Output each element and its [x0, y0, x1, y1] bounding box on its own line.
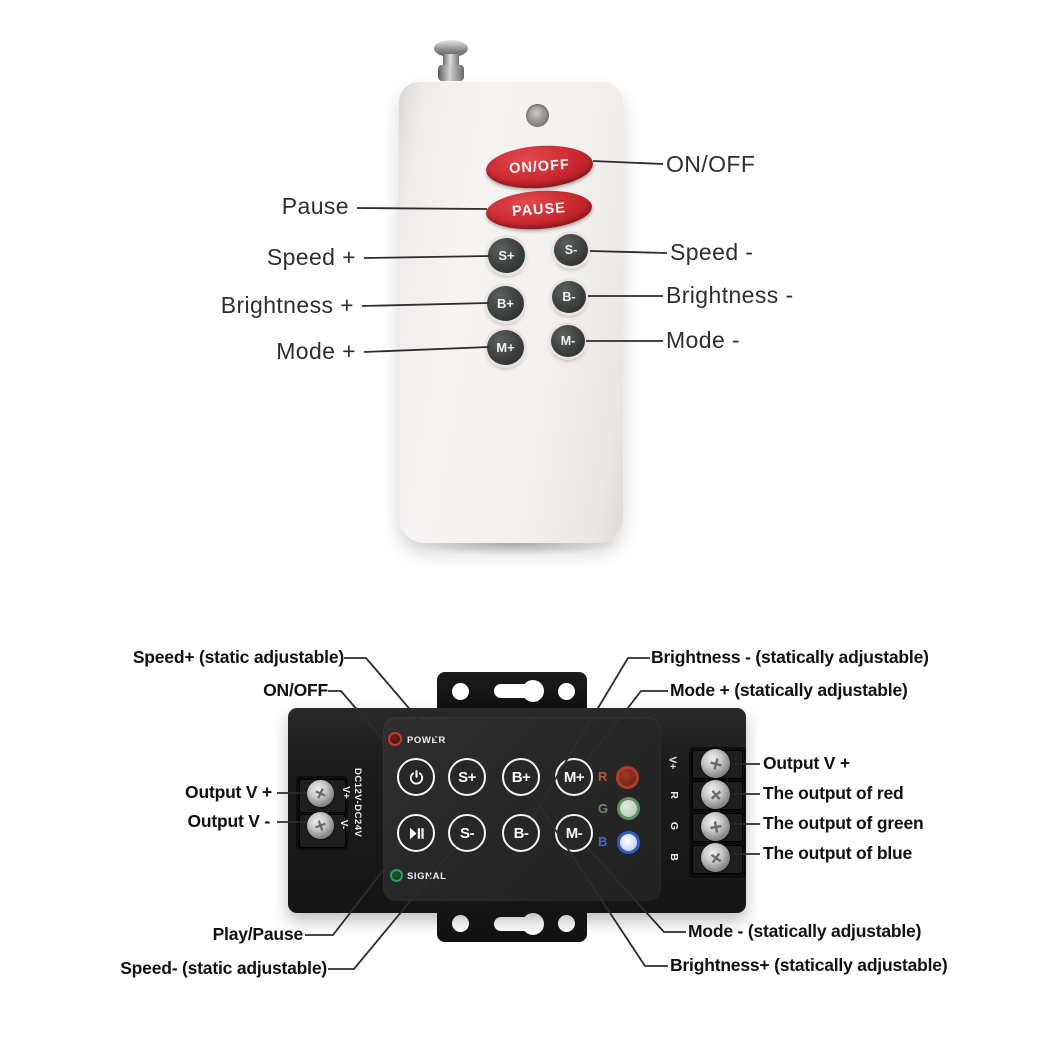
pin-label-v-minus: V-: [338, 819, 350, 830]
label-ctrl-speed-minus: Speed- (static adjustable): [120, 958, 327, 978]
ctrl-key-s-plus: S+: [448, 758, 486, 796]
mounting-hole: [558, 683, 575, 700]
label-ctrl-play-pause: Play/Pause: [212, 924, 304, 944]
phillips-cross-icon: [709, 820, 722, 833]
screw-terminal-v-minus: [307, 812, 334, 839]
play-pause-icon: [409, 827, 424, 839]
key-label: S+: [458, 768, 476, 786]
mounting-hole: [452, 915, 469, 932]
mounting-hole: [558, 915, 575, 932]
pin-label-v-plus: V+: [339, 786, 351, 799]
phillips-cross-icon: [315, 788, 326, 799]
key-label: B-: [513, 824, 529, 842]
label-brightness-minus: Brightness -: [666, 282, 794, 308]
remote-onoff-label: ON/OFF: [508, 156, 571, 178]
keyhole-slot-bulge: [522, 680, 544, 702]
key-label: S+: [498, 248, 515, 263]
led-label-g: G: [598, 801, 609, 816]
led-label-r: R: [598, 769, 608, 784]
voltage-rating-label: DC12V-DC24V: [352, 768, 363, 838]
pin-label-out-g: G: [668, 821, 681, 831]
screw-terminal-v-plus: [307, 780, 334, 807]
remote-key-m-minus: M-: [551, 325, 585, 357]
label-output-red: The output of red: [763, 783, 904, 803]
pin-label-out-v-plus: V+: [666, 756, 679, 770]
led-label-b: B: [598, 834, 608, 849]
key-label: B-: [562, 290, 576, 304]
led-blue: [617, 831, 640, 854]
label-brightness-plus: Brightness +: [220, 292, 354, 318]
phillips-cross-icon: [710, 852, 721, 863]
label-on-off: ON/OFF: [666, 151, 756, 177]
ctrl-key-m-plus: M+: [555, 758, 593, 796]
remote-key-s-minus: S-: [554, 234, 588, 266]
signal-led-label: SIGNAL: [407, 871, 447, 882]
pin-label-out-r: R: [667, 791, 680, 799]
screw-terminal-out-blue: [701, 843, 730, 872]
signal-led: [390, 869, 403, 882]
antenna-icon: [434, 40, 468, 57]
ctrl-key-s-minus: S-: [448, 814, 486, 852]
phillips-cross-icon: [709, 757, 722, 770]
label-output-v-minus-left: Output V -: [187, 811, 270, 831]
led-green: [617, 797, 640, 820]
key-label: M-: [560, 334, 576, 348]
key-label: B+: [511, 768, 531, 786]
label-ctrl-speed-plus: Speed+ (static adjustable): [132, 647, 344, 667]
remote-key-m-plus: M+: [487, 330, 524, 365]
remote-key-b-plus: B+: [487, 286, 524, 321]
antenna-neck: [443, 54, 459, 67]
led-red: [616, 766, 639, 789]
remote-indicator-led: [526, 104, 549, 127]
remote-pause-label: PAUSE: [511, 200, 567, 220]
key-label: S-: [460, 824, 475, 842]
phillips-cross-icon: [710, 789, 721, 800]
pin-label-out-b: B: [667, 853, 680, 861]
label-ctrl-brightness-plus: Brightness+ (statically adjustable): [670, 955, 948, 975]
key-label: M+: [496, 340, 515, 355]
ctrl-play-pause-button: [397, 814, 435, 852]
label-ctrl-brightness-minus: Brightness - (statically adjustable): [651, 647, 929, 667]
screw-terminal-out-v-plus: [701, 749, 730, 778]
power-led-label: POWER: [407, 735, 446, 746]
label-ctrl-mode-plus: Mode + (statically adjustable): [670, 680, 908, 700]
ctrl-power-button: [397, 758, 435, 796]
mounting-hole: [452, 683, 469, 700]
key-label: M-: [565, 824, 583, 842]
label-speed-plus: Speed +: [266, 244, 356, 270]
keyhole-slot-bulge: [522, 913, 544, 935]
label-speed-minus: Speed -: [670, 239, 754, 265]
label-pause: Pause: [281, 193, 349, 219]
phillips-cross-icon: [315, 820, 326, 831]
label-output-green: The output of green: [763, 813, 924, 833]
key-label: S-: [564, 243, 578, 257]
ctrl-key-b-minus: B-: [502, 814, 540, 852]
label-ctrl-on-off: ON/OFF: [263, 680, 328, 700]
antenna-base: [438, 65, 464, 81]
remote-key-b-minus: B-: [552, 281, 586, 313]
power-icon: [409, 769, 423, 784]
remote-key-s-plus: S+: [488, 238, 525, 273]
label-output-v-plus-left: Output V +: [185, 782, 272, 802]
ctrl-key-b-plus: B+: [502, 758, 540, 796]
ctrl-key-m-minus: M-: [555, 814, 593, 852]
power-led: [388, 732, 402, 746]
label-mode-minus: Mode -: [666, 327, 740, 353]
label-ctrl-mode-minus: Mode - (statically adjustable): [688, 921, 922, 941]
label-output-blue: The output of blue: [763, 843, 913, 863]
key-label: M+: [563, 768, 585, 786]
key-label: B+: [497, 296, 514, 311]
label-mode-plus: Mode +: [276, 338, 356, 364]
screw-terminal-out-red: [701, 780, 730, 809]
screw-terminal-out-green: [701, 812, 730, 841]
label-output-v-plus-right: Output V +: [763, 753, 850, 773]
